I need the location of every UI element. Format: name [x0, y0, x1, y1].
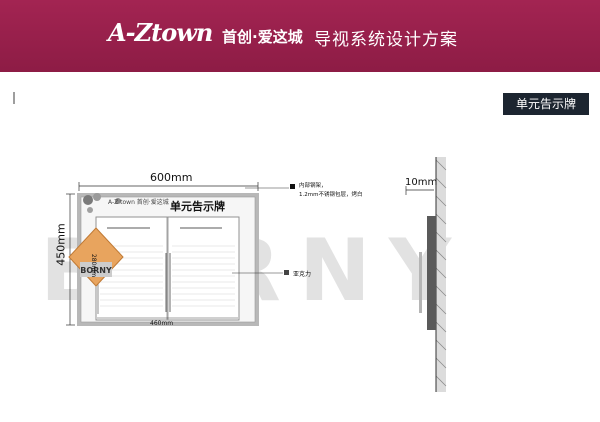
material-callout-line2: 1.2mm不锈钢包层，烤白 — [299, 192, 363, 198]
header-banner: A-Ztown 首创·爱这城 导视系统设计方案 — [0, 0, 600, 72]
badge-text: BORNY — [80, 266, 112, 275]
inner-height-dimension-label: 280mm — [90, 253, 98, 278]
flower-decoration-icon — [83, 193, 121, 213]
width-dimension-label: 600mm — [150, 171, 193, 184]
side-view — [405, 157, 447, 392]
height-dimension-label: 450mm — [54, 223, 68, 266]
acrylic-callout: 亚克力 — [293, 271, 312, 278]
depth-dimension-label: 10mm — [405, 177, 438, 188]
material-callout: 内部钢架， 1.2mm不锈钢包层，烤白 — [299, 182, 362, 200]
borny-badge-icon: BORNY — [68, 227, 124, 287]
divider — [13, 92, 15, 104]
inner-width-dimension-label: 460mm — [150, 320, 174, 327]
brand-logo: A-Ztown — [108, 18, 213, 47]
dimension-lines — [66, 182, 295, 326]
section-title: 单元告示牌 — [503, 93, 589, 115]
brand-logo-chinese: 首创·爱这城 — [222, 28, 303, 46]
mini-brand-logo: A-Z town 首创·爱这城 — [108, 199, 169, 206]
inner-panels — [95, 216, 240, 321]
board-panel-title: 单元告示牌 — [170, 200, 225, 213]
document-title: 导视系统设计方案 — [314, 30, 458, 50]
material-callout-line1: 内部钢架， — [299, 183, 327, 189]
